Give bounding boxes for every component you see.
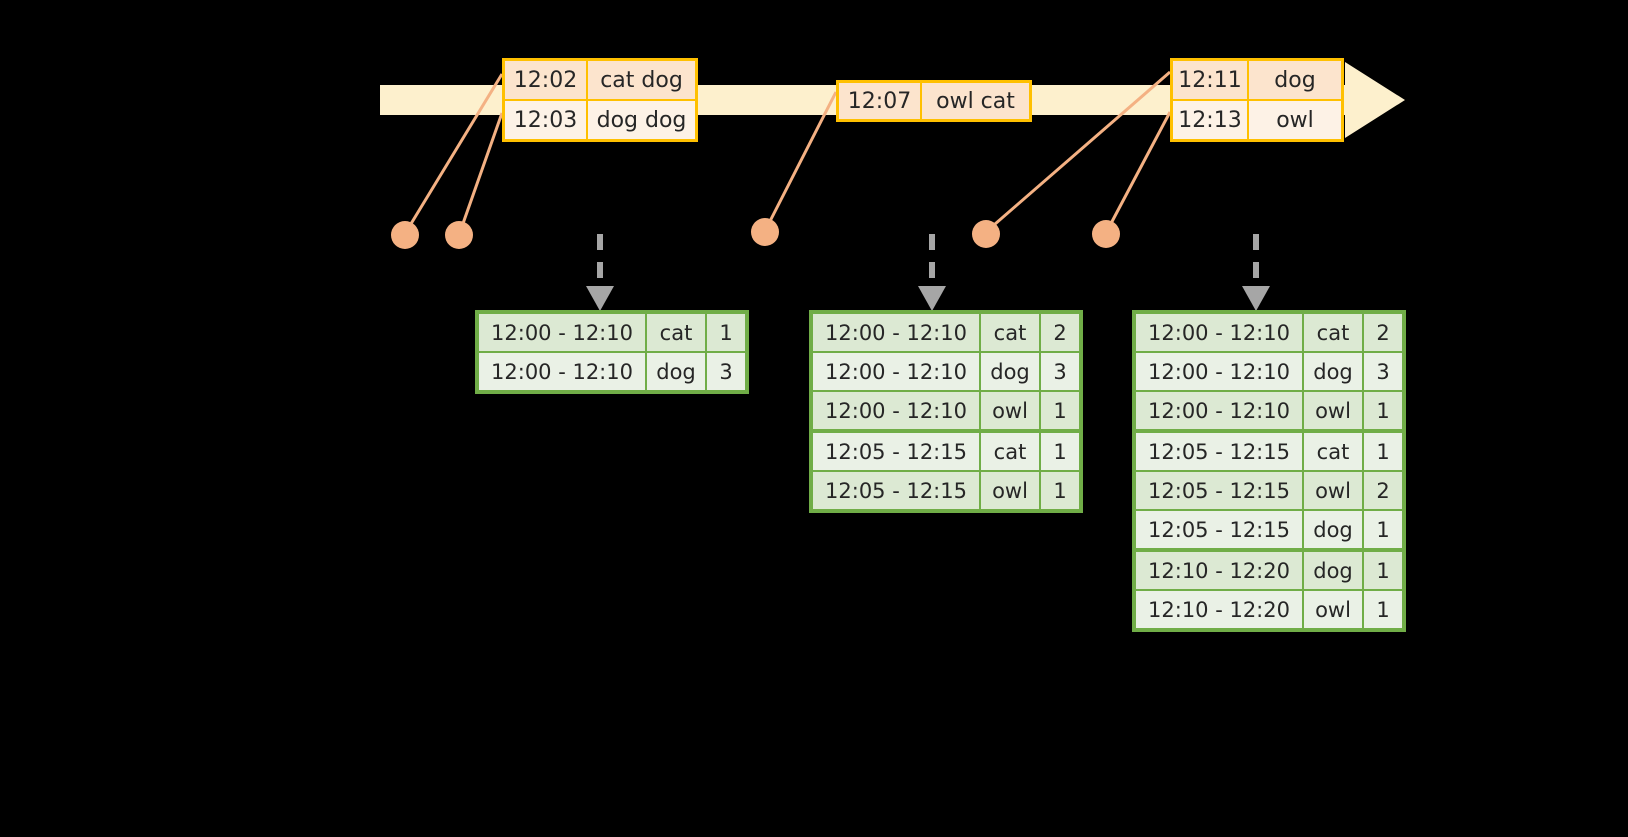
timeline-event-box-2[interactable]: 12:07 owl cat	[836, 80, 1032, 122]
window-cell: 12:00 - 12:10	[479, 353, 645, 390]
count-cell: 1	[1364, 591, 1402, 628]
count-cell: 3	[1041, 353, 1079, 390]
table-row[interactable]: 12:05 - 12:15 owl 2	[1136, 472, 1402, 509]
event-dot-3	[751, 218, 779, 246]
timeline-event-row[interactable]: 12:07 owl cat	[839, 83, 1029, 119]
window-cell: 12:05 - 12:15	[813, 472, 979, 509]
timeline-event-box-1[interactable]: 12:02 cat dog 12:03 dog dog	[502, 58, 698, 142]
window-cell: 12:05 - 12:15	[1136, 472, 1302, 509]
word-cell: owl	[1304, 392, 1362, 429]
event-words: dog dog	[588, 101, 695, 139]
word-cell: owl	[1304, 591, 1362, 628]
table-row[interactable]: 12:00 - 12:10 cat 2	[813, 314, 1079, 351]
timeline-event-row[interactable]: 12:03 dog dog	[505, 99, 695, 139]
word-cell: dog	[1304, 511, 1362, 548]
word-cell: owl	[1304, 472, 1362, 509]
count-cell: 2	[1364, 472, 1402, 509]
window-cell: 12:00 - 12:10	[813, 392, 979, 429]
event-time: 12:02	[505, 61, 588, 99]
table-row[interactable]: 12:00 - 12:10 owl 1	[813, 392, 1079, 429]
window-cell: 12:05 - 12:15	[1136, 433, 1302, 470]
word-cell: cat	[981, 433, 1039, 470]
window-cell: 12:00 - 12:10	[1136, 314, 1302, 351]
table-row[interactable]: 12:00 - 12:10 cat 1	[479, 314, 745, 351]
count-cell: 1	[1364, 433, 1402, 470]
dashed-arrow-heads	[586, 286, 1270, 311]
count-cell: 1	[1364, 392, 1402, 429]
word-cell: dog	[981, 353, 1039, 390]
event-time: 12:03	[505, 101, 588, 139]
connector-line-3	[764, 91, 838, 230]
count-cell: 1	[1364, 552, 1402, 589]
table-row[interactable]: 12:05 - 12:15 dog 1	[1136, 511, 1402, 548]
word-cell: dog	[1304, 353, 1362, 390]
result-table-3[interactable]: 12:00 - 12:10 cat 2 12:00 - 12:10 dog 3 …	[1132, 310, 1406, 632]
table-row[interactable]: 12:05 - 12:15 cat 1	[813, 433, 1079, 470]
count-cell: 2	[1364, 314, 1402, 351]
table-row[interactable]: 12:10 - 12:20 owl 1	[1136, 591, 1402, 628]
window-cell: 12:00 - 12:10	[1136, 353, 1302, 390]
count-cell: 1	[1041, 433, 1079, 470]
timeline-event-row[interactable]: 12:13 owl	[1173, 99, 1341, 139]
event-dots	[391, 218, 1120, 249]
dashed-arrow-head-2	[918, 286, 946, 311]
event-time: 12:13	[1173, 101, 1249, 139]
word-cell: owl	[981, 472, 1039, 509]
count-cell: 1	[1041, 472, 1079, 509]
event-words: owl cat	[922, 83, 1029, 119]
event-dot-2	[445, 221, 473, 249]
table-row[interactable]: 12:00 - 12:10 dog 3	[479, 353, 745, 390]
table-row[interactable]: 12:00 - 12:10 dog 3	[1136, 353, 1402, 390]
connector-line-1	[404, 73, 504, 233]
window-cell: 12:10 - 12:20	[1136, 552, 1302, 589]
event-time: 12:07	[839, 83, 922, 119]
event-words: owl	[1249, 101, 1341, 139]
table-row[interactable]: 12:00 - 12:10 cat 2	[1136, 314, 1402, 351]
window-cell: 12:05 - 12:15	[1136, 511, 1302, 548]
count-cell: 3	[707, 353, 745, 390]
table-row[interactable]: 12:00 - 12:10 dog 3	[813, 353, 1079, 390]
word-cell: owl	[981, 392, 1039, 429]
dashed-arrows	[597, 234, 1259, 288]
event-time: 12:11	[1173, 61, 1249, 99]
count-cell: 1	[1364, 511, 1402, 548]
window-cell: 12:00 - 12:10	[813, 353, 979, 390]
count-cell: 3	[1364, 353, 1402, 390]
event-dot-4	[972, 220, 1000, 248]
event-words: cat dog	[588, 61, 695, 99]
connector-line-5	[1105, 111, 1172, 232]
word-cell: dog	[1304, 552, 1362, 589]
count-cell: 1	[707, 314, 745, 351]
connector-line-2	[458, 112, 504, 233]
timeline-event-row[interactable]: 12:11 dog	[1173, 61, 1341, 99]
window-cell: 12:00 - 12:10	[813, 314, 979, 351]
count-cell: 1	[1041, 392, 1079, 429]
window-cell: 12:00 - 12:10	[1136, 392, 1302, 429]
timeline-event-row[interactable]: 12:02 cat dog	[505, 61, 695, 99]
count-cell: 2	[1041, 314, 1079, 351]
event-dot-1	[391, 221, 419, 249]
result-table-2[interactable]: 12:00 - 12:10 cat 2 12:00 - 12:10 dog 3 …	[809, 310, 1083, 513]
event-dot-5	[1092, 220, 1120, 248]
window-cell: 12:00 - 12:10	[479, 314, 645, 351]
word-cell: dog	[647, 353, 705, 390]
window-cell: 12:05 - 12:15	[813, 433, 979, 470]
window-cell: 12:10 - 12:20	[1136, 591, 1302, 628]
result-table-1[interactable]: 12:00 - 12:10 cat 1 12:00 - 12:10 dog 3	[475, 310, 749, 394]
dashed-arrow-head-1	[586, 286, 614, 311]
word-cell: cat	[1304, 433, 1362, 470]
event-words: dog	[1249, 61, 1341, 99]
table-row[interactable]: 12:05 - 12:15 cat 1	[1136, 433, 1402, 470]
dashed-arrow-head-3	[1242, 286, 1270, 311]
word-cell: cat	[1304, 314, 1362, 351]
table-row[interactable]: 12:05 - 12:15 owl 1	[813, 472, 1079, 509]
word-cell: cat	[647, 314, 705, 351]
table-row[interactable]: 12:10 - 12:20 dog 1	[1136, 552, 1402, 589]
timeline-event-box-3[interactable]: 12:11 dog 12:13 owl	[1170, 58, 1344, 142]
table-row[interactable]: 12:00 - 12:10 owl 1	[1136, 392, 1402, 429]
word-cell: cat	[981, 314, 1039, 351]
